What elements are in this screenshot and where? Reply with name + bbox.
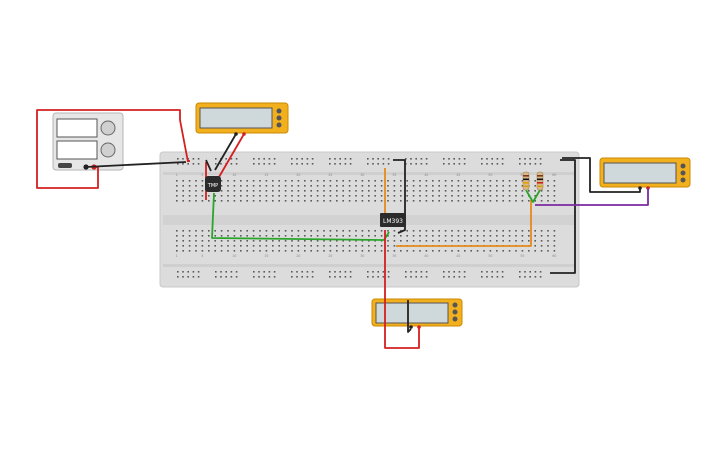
column-number: 25 — [328, 173, 332, 177]
black-wire-supply — [85, 161, 187, 168]
red-wire-ic-bottom — [384, 230, 420, 349]
resistor-band — [523, 178, 529, 181]
resistor-band — [537, 175, 543, 177]
resistor-band — [537, 185, 543, 188]
green-wire — [211, 192, 390, 241]
green-wire-resistors — [525, 189, 541, 203]
column-number: 50 — [488, 173, 492, 177]
column-number: 15 — [264, 254, 268, 258]
column-number: 60 — [552, 254, 556, 258]
black-wire-sensor — [214, 133, 237, 171]
column-number: 55 — [520, 254, 524, 258]
column-number: 45 — [456, 173, 460, 177]
resistor-band — [537, 178, 543, 181]
breadboard[interactable]: 1155101015152020252530303535404045455050… — [159, 151, 580, 288]
column-number: 20 — [296, 254, 300, 258]
resistor-2[interactable] — [536, 171, 544, 191]
purple-wire — [535, 188, 649, 206]
transistor-label: TMP — [207, 183, 218, 189]
column-number: 5 — [201, 254, 203, 258]
multimeter-right-display — [603, 162, 677, 184]
column-number: 5 — [201, 173, 203, 177]
red-wire-supply-loop — [36, 109, 189, 189]
column-number: 1 — [176, 173, 178, 177]
current-knob[interactable] — [100, 142, 116, 158]
multimeter-bottom-display — [375, 302, 449, 324]
column-number: 60 — [552, 173, 556, 177]
column-number: 40 — [424, 254, 428, 258]
wires[interactable] — [36, 109, 649, 349]
multimeter-top-display — [199, 107, 273, 129]
column-number: 30 — [360, 254, 364, 258]
column-number: 30 — [360, 173, 364, 177]
column-number: 50 — [488, 254, 492, 258]
column-number: 45 — [456, 254, 460, 258]
black-wire-top-left — [205, 159, 212, 172]
column-number: 20 — [296, 173, 300, 177]
multimeter-top[interactable] — [195, 102, 289, 136]
column-number: 35 — [392, 254, 396, 258]
resistor-band — [523, 175, 529, 177]
resistors[interactable] — [522, 171, 544, 191]
power-supply[interactable] — [52, 112, 124, 171]
column-number: 40 — [424, 173, 428, 177]
lm393-ic[interactable]: LM393 — [380, 213, 406, 227]
column-number: 55 — [520, 173, 524, 177]
voltage-knob[interactable] — [100, 120, 116, 136]
power-supply-display-1 — [56, 118, 98, 138]
column-number: 25 — [328, 254, 332, 258]
resistor-band — [537, 182, 543, 184]
black-wire-meter-right — [562, 157, 641, 193]
resistor-band — [523, 185, 529, 188]
black-wire-bottom — [407, 300, 412, 333]
ic-label: LM393 — [383, 218, 403, 225]
multimeter-bottom[interactable] — [371, 298, 463, 329]
column-number: 1 — [176, 254, 178, 258]
power-supply-display-2 — [56, 140, 98, 160]
red-wire-sensor — [218, 133, 245, 178]
column-number: 10 — [232, 173, 236, 177]
black-wire-right-rail — [550, 159, 576, 274]
temperature-sensor[interactable]: TMP — [205, 176, 221, 192]
column-number: 10 — [232, 254, 236, 258]
breadboard-column-numbers: 1155101015152020252530303535404045455050… — [176, 173, 557, 258]
black-wire-ic — [393, 159, 406, 234]
resistor-band — [523, 182, 529, 184]
column-number: 15 — [264, 173, 268, 177]
power-switch[interactable] — [58, 163, 72, 168]
multimeter-right[interactable] — [599, 157, 691, 190]
resistor-1[interactable] — [522, 171, 530, 191]
column-number: 35 — [392, 173, 396, 177]
orange-wire-bottom — [396, 200, 532, 247]
